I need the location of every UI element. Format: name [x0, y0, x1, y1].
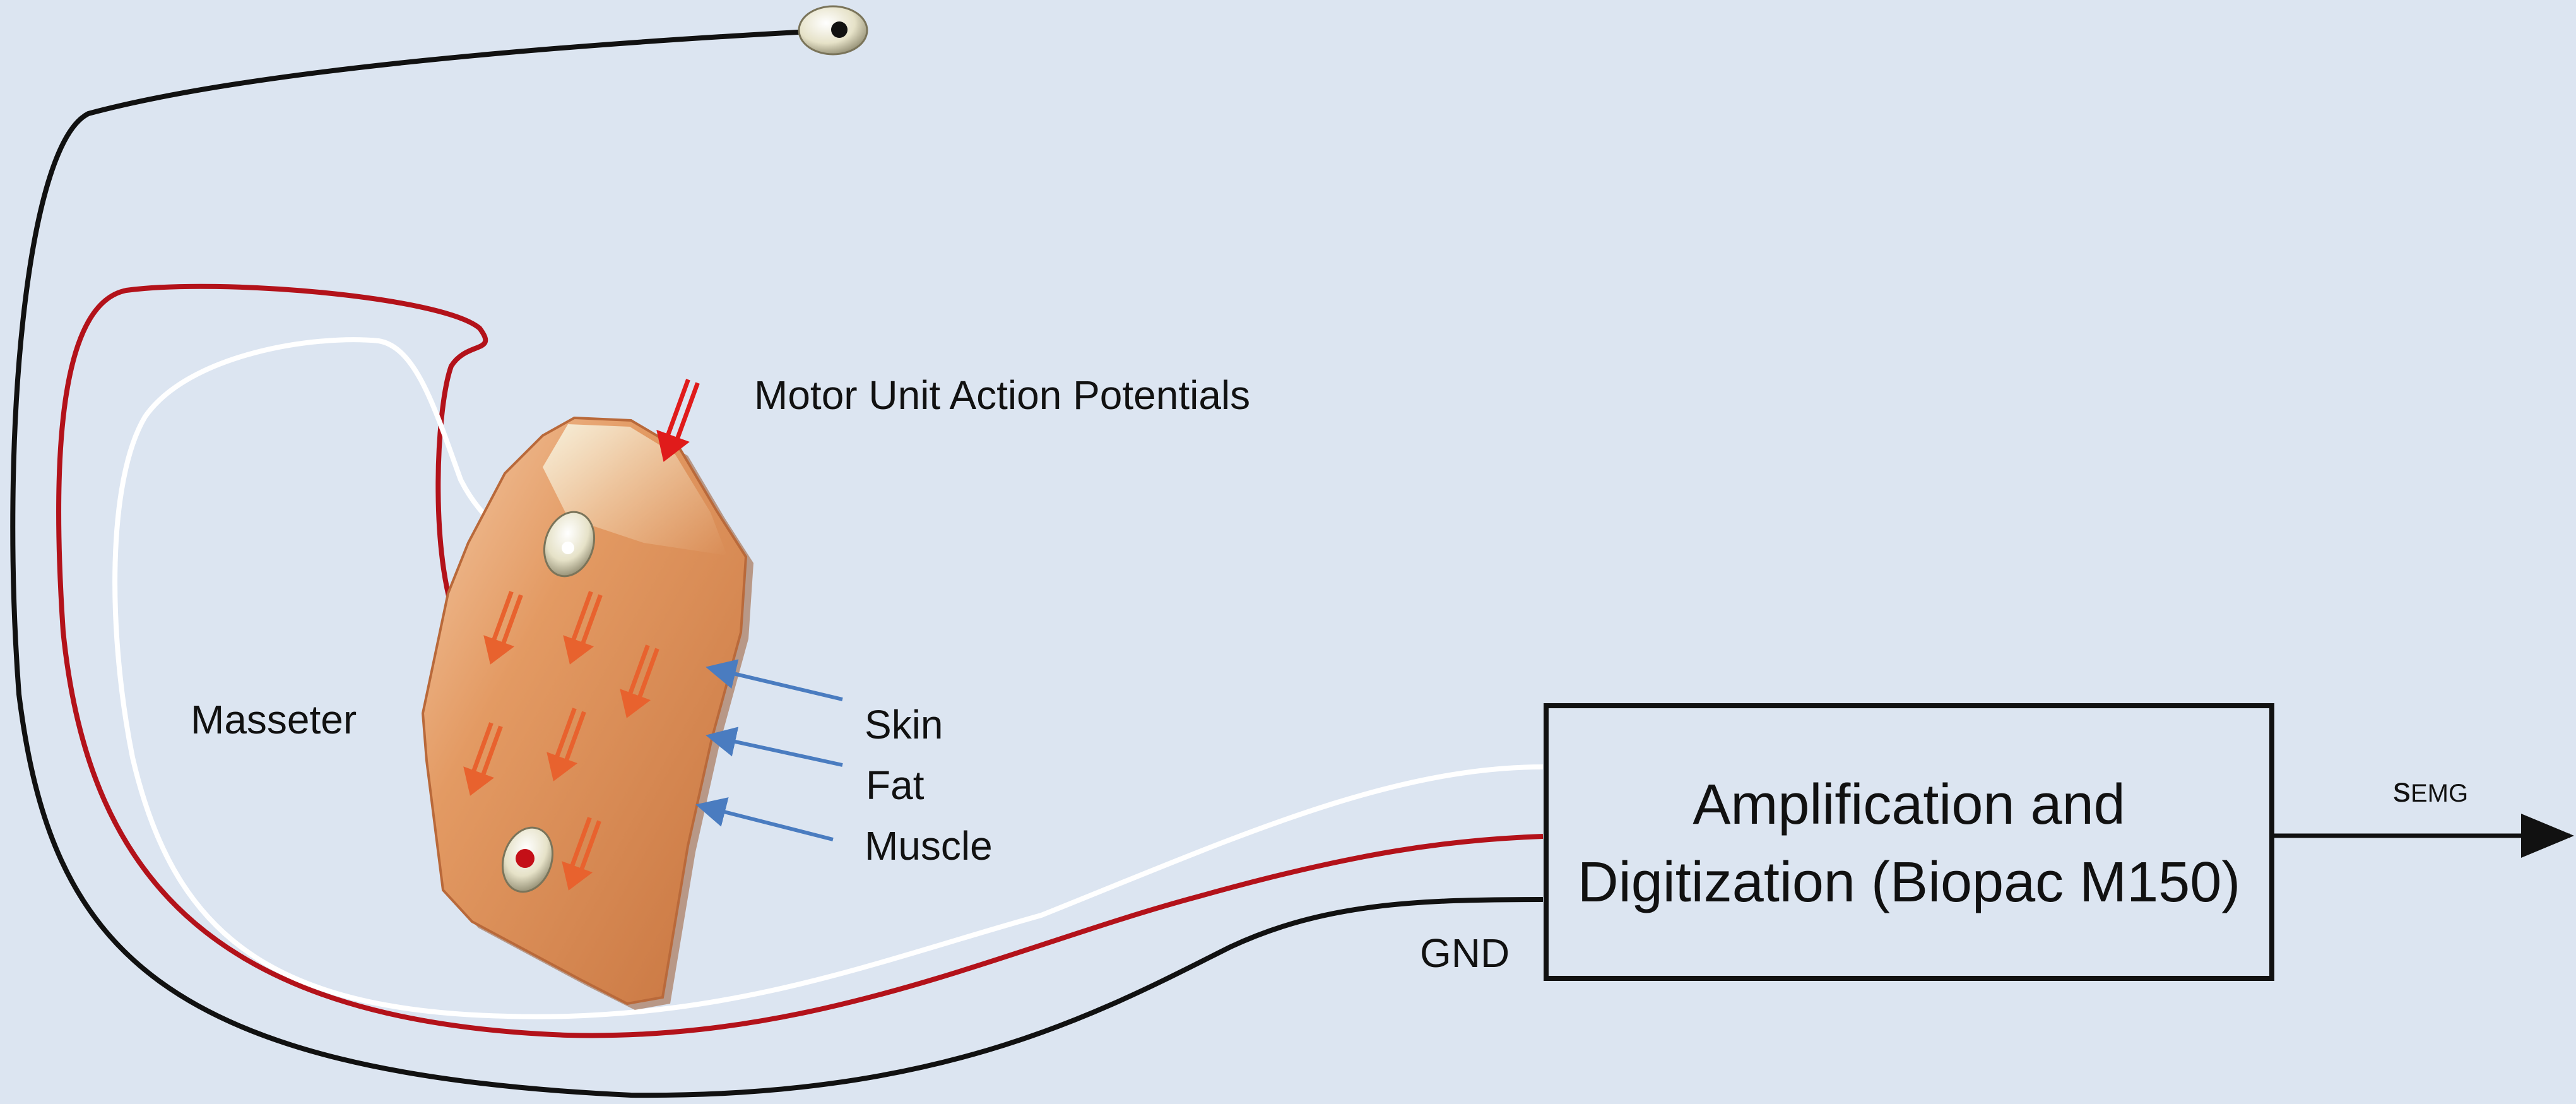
amplifier-box-frame — [1544, 703, 2274, 981]
amplifier-title-line1: Amplification and — [1693, 773, 2125, 836]
reference-electrode — [798, 5, 868, 56]
output-signal-symbol: s — [2393, 769, 2411, 809]
black-wire — [10, 28, 1544, 1098]
amplifier-title-line2: Digitization (Biopac M150) — [1578, 851, 2240, 914]
gnd-label: GND — [1420, 930, 1510, 976]
motor-unit-arrow — [656, 379, 700, 462]
output-signal-label: sEMG — [2393, 769, 2468, 809]
upper-electrode — [543, 511, 596, 578]
motor-unit-label: Motor Unit Action Potentials — [754, 372, 1250, 418]
fat-label: Fat — [866, 763, 925, 808]
skin-pointer-arrow — [706, 659, 843, 701]
output-signal-subscript: EMG — [2411, 780, 2468, 807]
electrode-contact — [516, 849, 535, 868]
electrode-contact — [562, 542, 574, 554]
red-wire — [56, 283, 1544, 1038]
lower-electrode — [501, 826, 554, 893]
fat-pointer-arrow — [706, 727, 843, 767]
potential-arrow — [463, 722, 503, 796]
muscle-pointer-arrow — [695, 797, 834, 841]
potential-arrow — [483, 591, 523, 665]
potential-arrow — [547, 708, 586, 781]
amplifier-box: Amplification and Digitization (Biopac M… — [1544, 703, 2274, 981]
potential-arrows — [463, 591, 659, 891]
potential-arrow — [620, 644, 659, 718]
skin-label: Skin — [865, 702, 943, 747]
muscle-label: Muscle — [865, 823, 993, 869]
masseter-label: Masseter — [191, 697, 357, 742]
potential-arrow — [562, 817, 601, 891]
electrode-contact — [831, 21, 848, 38]
potential-arrow — [563, 591, 603, 665]
white-wire — [112, 337, 1544, 1019]
